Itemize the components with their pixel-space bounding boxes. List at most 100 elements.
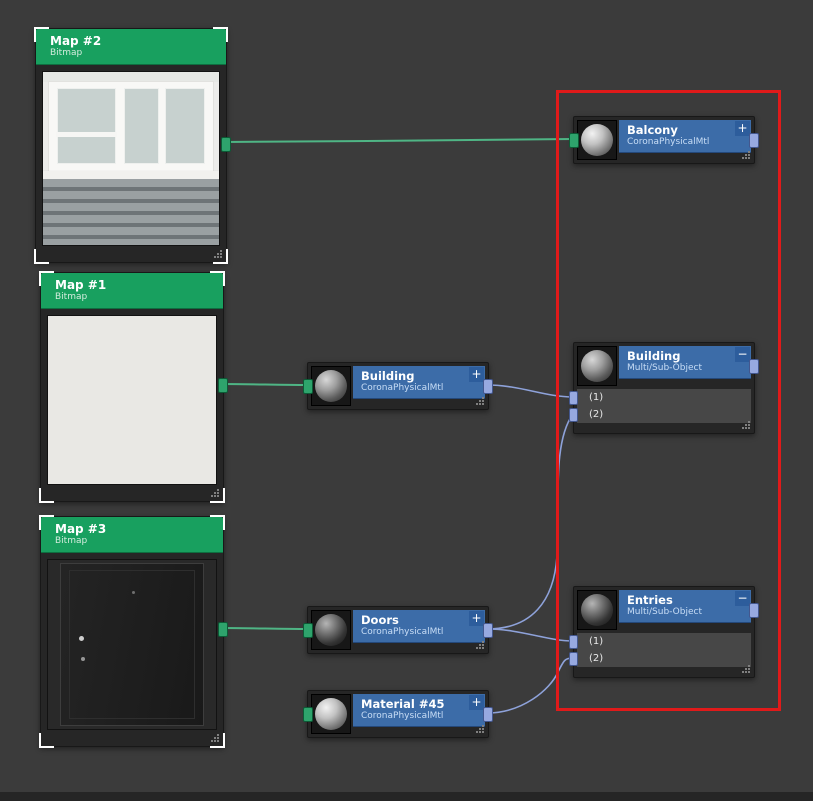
input-connector[interactable] <box>303 623 313 638</box>
material-preview-thumbnail[interactable] <box>577 346 617 386</box>
input-connector[interactable] <box>569 391 578 405</box>
balcony-sill <box>43 170 219 180</box>
material-preview-thumbnail[interactable] <box>577 120 617 160</box>
output-connector[interactable] <box>749 603 759 618</box>
wire-doors-mtl-building-ms-2[interactable] <box>486 413 574 630</box>
node-header[interactable]: Building CoronaPhysicalMtl + <box>353 366 485 399</box>
resize-grip[interactable] <box>742 421 751 430</box>
node-map1-bitmap[interactable]: Map #1 Bitmap <box>39 271 228 503</box>
node-title: Building <box>361 369 415 383</box>
balcony-wall <box>43 72 219 83</box>
sub-material-slot-2[interactable]: (2) <box>569 406 751 423</box>
node-header[interactable]: Doors CoronaPhysicalMtl + <box>353 610 485 643</box>
bitmap-preview-balcony[interactable] <box>42 71 220 246</box>
node-building-multi-sub-object[interactable]: Building Multi/Sub-Object − (1) (2) <box>569 342 759 434</box>
node-map2-bitmap[interactable]: Map #2 Bitmap <box>34 27 231 264</box>
node-building-coronaphysicalmtl[interactable]: Building CoronaPhysicalMtl + <box>303 362 493 410</box>
input-connector[interactable] <box>303 379 313 394</box>
material-preview-sphere <box>581 124 613 156</box>
output-connector[interactable] <box>483 623 493 638</box>
slot-label: (1) <box>589 392 604 403</box>
node-header[interactable]: Balcony CoronaPhysicalMtl + <box>619 120 751 153</box>
node-material45-coronaphysicalmtl[interactable]: Material #45 CoronaPhysicalMtl + <box>303 690 493 738</box>
expand-button[interactable]: + <box>469 611 484 626</box>
output-connector[interactable] <box>749 133 759 148</box>
node-header[interactable]: Map #3 Bitmap <box>41 517 223 553</box>
door-slab <box>59 562 205 727</box>
selection-corner <box>39 271 54 286</box>
node-map3-bitmap[interactable]: Map #3 Bitmap <box>39 515 228 748</box>
material-preview-sphere <box>581 350 613 382</box>
resize-grip[interactable] <box>742 151 751 160</box>
resize-grip[interactable] <box>742 665 751 674</box>
node-title: Entries <box>627 593 673 607</box>
node-header[interactable]: Material #45 CoronaPhysicalMtl + <box>353 694 485 727</box>
node-header[interactable]: Map #1 Bitmap <box>41 273 223 309</box>
wire-map3-doors-mtl[interactable] <box>221 627 308 630</box>
node-balcony-coronaphysicalmtl[interactable]: Balcony CoronaPhysicalMtl + <box>569 116 759 164</box>
node-doors-coronaphysicalmtl[interactable]: Doors CoronaPhysicalMtl + <box>303 606 493 654</box>
wire-material45-entries-ms-2[interactable] <box>486 657 574 714</box>
resize-grip[interactable] <box>476 397 485 406</box>
wire-building-mtl-building-ms-1[interactable] <box>486 384 574 398</box>
input-connector[interactable] <box>569 408 578 422</box>
selection-corner <box>39 488 54 503</box>
sub-material-slot-1[interactable]: (1) <box>569 633 751 650</box>
sub-material-slot-list: (1) (2) <box>569 389 751 423</box>
node-header[interactable]: Entries Multi/Sub-Object − <box>619 590 751 623</box>
bitmap-preview-door[interactable] <box>47 559 217 730</box>
material-preview-sphere <box>581 594 613 626</box>
balcony-window-frame <box>48 80 214 173</box>
node-header[interactable]: Building Multi/Sub-Object − <box>619 346 751 379</box>
node-subtitle: CoronaPhysicalMtl <box>361 383 444 393</box>
material-preview-thumbnail[interactable] <box>577 590 617 630</box>
node-subtitle: Multi/Sub-Object <box>627 363 702 373</box>
balcony-glass-pane <box>165 87 205 164</box>
selection-corner <box>213 27 228 42</box>
selection-corner <box>210 488 225 503</box>
material-preview-thumbnail[interactable] <box>311 366 351 406</box>
sub-material-slot-2[interactable]: (2) <box>569 650 751 667</box>
expand-button[interactable]: + <box>469 695 484 710</box>
wire-map2-balcony[interactable] <box>224 138 574 143</box>
bitmap-preview-facade[interactable] <box>47 315 217 485</box>
input-connector[interactable] <box>569 652 578 666</box>
material-preview-thumbnail[interactable] <box>311 610 351 650</box>
expand-button[interactable]: + <box>469 367 484 382</box>
node-title: Map #3 <box>55 522 107 536</box>
material-preview-thumbnail[interactable] <box>311 694 351 734</box>
node-title: Map #1 <box>55 278 107 292</box>
wire-doors-mtl-entries-ms-1[interactable] <box>486 628 574 642</box>
input-connector[interactable] <box>303 707 313 722</box>
sub-material-slot-1[interactable]: (1) <box>569 389 751 406</box>
collapse-button[interactable]: − <box>735 591 750 606</box>
input-connector[interactable] <box>569 133 579 148</box>
node-entries-multi-sub-object[interactable]: Entries Multi/Sub-Object − (1) (2) <box>569 586 759 678</box>
sub-material-slot-list: (1) (2) <box>569 633 751 667</box>
balcony-siding <box>43 179 219 245</box>
expand-button[interactable]: + <box>735 121 750 136</box>
wire-map1-building-mtl[interactable] <box>221 383 308 386</box>
node-subtitle: CoronaPhysicalMtl <box>361 711 444 721</box>
output-connector[interactable] <box>483 707 493 722</box>
output-connector[interactable] <box>218 378 228 393</box>
output-connector[interactable] <box>483 379 493 394</box>
node-subtitle: CoronaPhysicalMtl <box>361 627 444 637</box>
collapse-button[interactable]: − <box>735 347 750 362</box>
output-connector[interactable] <box>749 359 759 374</box>
slot-label: (2) <box>589 653 604 664</box>
node-title: Map #2 <box>50 34 102 48</box>
resize-grip[interactable] <box>476 641 485 650</box>
node-title: Material #45 <box>361 697 445 711</box>
node-subtitle: CoronaPhysicalMtl <box>627 137 710 147</box>
selection-corner <box>34 249 49 264</box>
door-panel-line <box>69 570 195 719</box>
node-header[interactable]: Map #2 Bitmap <box>36 29 226 65</box>
output-connector[interactable] <box>221 137 231 152</box>
input-connector[interactable] <box>569 635 578 649</box>
balcony-glass-pane <box>124 87 159 164</box>
window-edge <box>0 792 813 801</box>
output-connector[interactable] <box>218 622 228 637</box>
resize-grip[interactable] <box>476 725 485 734</box>
